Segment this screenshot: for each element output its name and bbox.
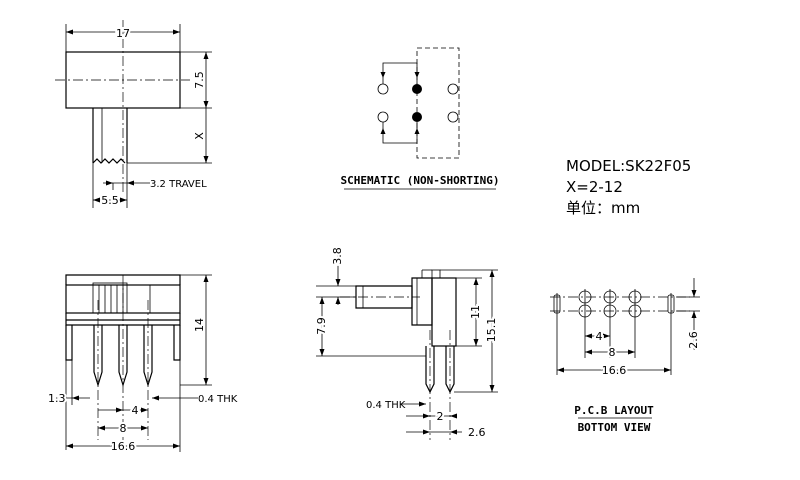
- dim-front-height: 14: [193, 318, 206, 332]
- dim-side-pitch: 2: [437, 410, 444, 423]
- dim-pcb-span: 8: [609, 346, 616, 359]
- label-schematic: SCHEMATIC (NON-SHORTING): [341, 174, 500, 187]
- label-bottom-view: BOTTOM VIEW: [578, 421, 651, 434]
- label-travel: 3.2 TRAVEL: [150, 179, 207, 190]
- model-info: MODEL:SK22F05 X=2-12 单位：mm: [566, 157, 691, 217]
- dim-pcb-width: 16.6: [602, 364, 627, 377]
- dim-side-actuator: 3.8: [331, 247, 344, 265]
- label-side-thk: 0.4 THK: [366, 400, 406, 411]
- dim-front-offset: 1.3: [48, 392, 66, 405]
- dim-front-span: 8: [120, 422, 127, 435]
- dim-front-width: 16.6: [111, 440, 136, 453]
- unit-text: 单位：mm: [566, 199, 640, 217]
- pcb-layout: 4 8 16.6 2.6 P.C.B LAYOUT BOTTOM VIEW: [550, 278, 702, 434]
- model-text: MODEL:SK22F05: [566, 157, 691, 175]
- dim-side-lower: 7.9: [315, 317, 328, 335]
- dim-actuator-width: 5.5: [101, 194, 119, 207]
- dim-front-pitch: 4: [132, 404, 139, 417]
- side-view: 3.8 7.9 11 15.1 0.4 THK 2 2.6: [313, 245, 500, 441]
- dim-pcb-pitch: 4: [596, 330, 603, 343]
- dim-top-height: 7.5: [193, 71, 206, 89]
- dim-pcb-row: 2.6: [687, 331, 700, 349]
- dim-actuator-length: X: [193, 132, 206, 140]
- dim-side-depth: 2.6: [468, 426, 486, 439]
- schematic: SCHEMATIC (NON-SHORTING): [341, 47, 500, 190]
- dim-top-width: 17: [116, 27, 130, 40]
- x-range-text: X=2-12: [566, 178, 623, 196]
- label-front-thk: 0.4 THK: [198, 394, 238, 405]
- label-pcb-layout: P.C.B LAYOUT: [574, 404, 654, 417]
- dim-side-height: 11: [469, 305, 482, 319]
- top-view: 17 7.5 X 3.2 TRAVEL 5.5: [55, 20, 212, 209]
- dim-side-total: 15.1: [485, 318, 498, 343]
- front-view: 14 1.3 0.4 THK 4 8 16.6: [46, 274, 238, 455]
